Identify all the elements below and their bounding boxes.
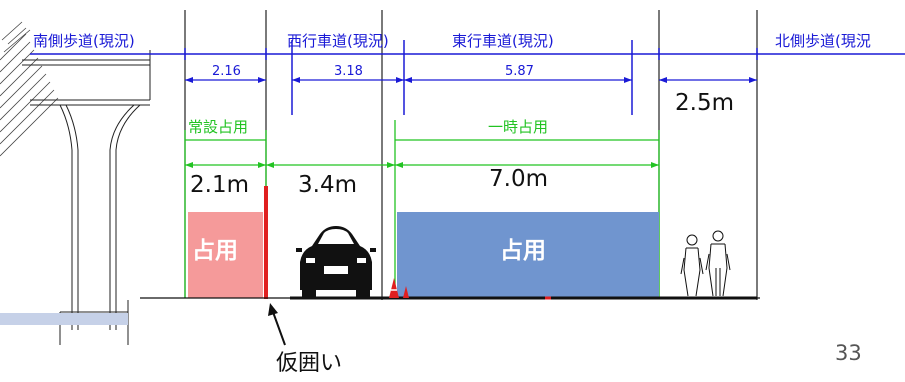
dim-eastbound-lane: 5.87 [505,64,534,79]
temporary-fence [264,186,268,299]
dim-south-sidewalk: 2.16 [212,64,241,79]
width-permanent-occupancy: 2.1m [190,172,249,198]
label-temporary-occupancy: 一時占用 [488,118,549,136]
label-temporary-fence: 仮囲い [276,351,343,376]
label-north-sidewalk: 北側歩道(現況 [775,32,871,50]
label-eastbound-lane: 東行車道(現況) [452,32,554,50]
existing-dimension-lines [185,77,757,83]
dim-westbound-lane: 3.18 [334,64,363,79]
label-south-sidewalk: 南側歩道(現況) [33,32,135,50]
permanent-occupancy-zone [188,212,263,298]
section-lines [30,40,905,115]
traffic-cone-icon [389,278,409,298]
elevated-structure [0,21,151,345]
slide-accent-bar [0,313,128,325]
fence-pointer-arrow [268,303,286,346]
page-number: 33 [835,341,862,365]
zone-text-permanent: 占用 [192,238,238,264]
label-permanent-occupancy: 常設占用 [188,118,249,136]
width-temporary-occupancy: 7.0m [489,166,548,192]
label-westbound-lane: 西行車道(現況) [287,32,389,50]
pedestrians-icon [680,230,731,297]
car-icon [296,226,376,298]
zone-text-temporary: 占用 [500,238,546,264]
width-remaining-lane: 3.4m [298,172,357,198]
dim-north-sidewalk: 2.5m [675,90,734,116]
temporary-occupancy-zone [397,212,659,298]
